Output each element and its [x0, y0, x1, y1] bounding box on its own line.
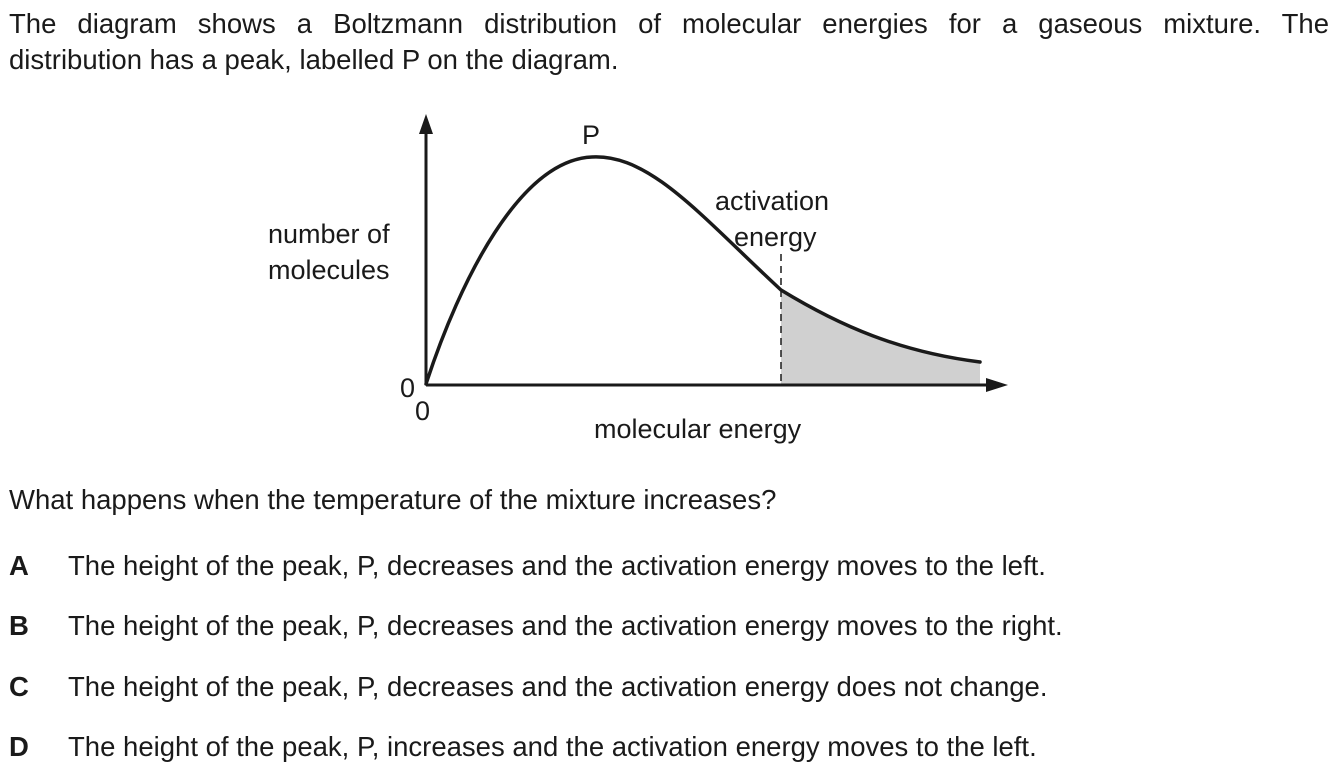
intro-line-2: distribution has a peak, labelled P on t…: [9, 44, 619, 75]
option-letter: A: [9, 550, 29, 581]
y-axis-arrowhead: [419, 114, 433, 134]
option-letter: D: [9, 731, 29, 762]
activation-label-line1: activation: [715, 186, 829, 216]
option-text: The height of the peak, P, decreases and…: [68, 610, 1063, 641]
option-letter: C: [9, 671, 29, 702]
shaded-area: [781, 290, 980, 384]
question-text: What happens when the temperature of the…: [9, 484, 777, 515]
origin-y-label: 0: [400, 373, 415, 403]
origin-x-label: 0: [415, 396, 430, 426]
option-text: The height of the peak, P, decreases and…: [68, 671, 1048, 702]
activation-label-line2: energy: [734, 222, 817, 252]
x-axis-label: molecular energy: [594, 414, 802, 444]
distribution-curve: [424, 155, 982, 386]
option-text: The height of the peak, P, decreases and…: [68, 550, 1046, 581]
y-axis-label-line1: number of: [268, 219, 390, 249]
option-letter: B: [9, 610, 29, 641]
x-axis-arrowhead: [986, 378, 1008, 392]
y-axis-label-line2: molecules: [268, 255, 390, 285]
intro-line-1: The diagram shows a Boltzmann distributi…: [9, 8, 1329, 39]
option-text: The height of the peak, P, increases and…: [68, 731, 1037, 762]
intro-paragraph: The diagram shows a Boltzmann distributi…: [9, 6, 1329, 78]
peak-label: P: [582, 120, 600, 150]
